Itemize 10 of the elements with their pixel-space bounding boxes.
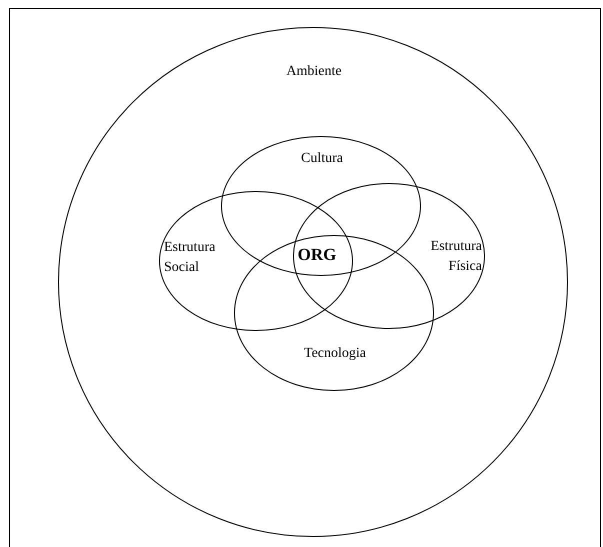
region-label: Ambiente: [285, 63, 343, 81]
center-label: ORG: [296, 244, 338, 266]
region-label: Estrutura Social: [164, 239, 216, 277]
ellipse-region: [293, 183, 485, 329]
ellipse-region: [221, 136, 421, 276]
region-label: Cultura: [300, 150, 344, 168]
ellipse-region: [58, 27, 568, 537]
ellipse-region: [159, 191, 353, 331]
region-label: Estrutura Física: [430, 238, 482, 276]
region-label: Tecnologia: [303, 345, 367, 363]
